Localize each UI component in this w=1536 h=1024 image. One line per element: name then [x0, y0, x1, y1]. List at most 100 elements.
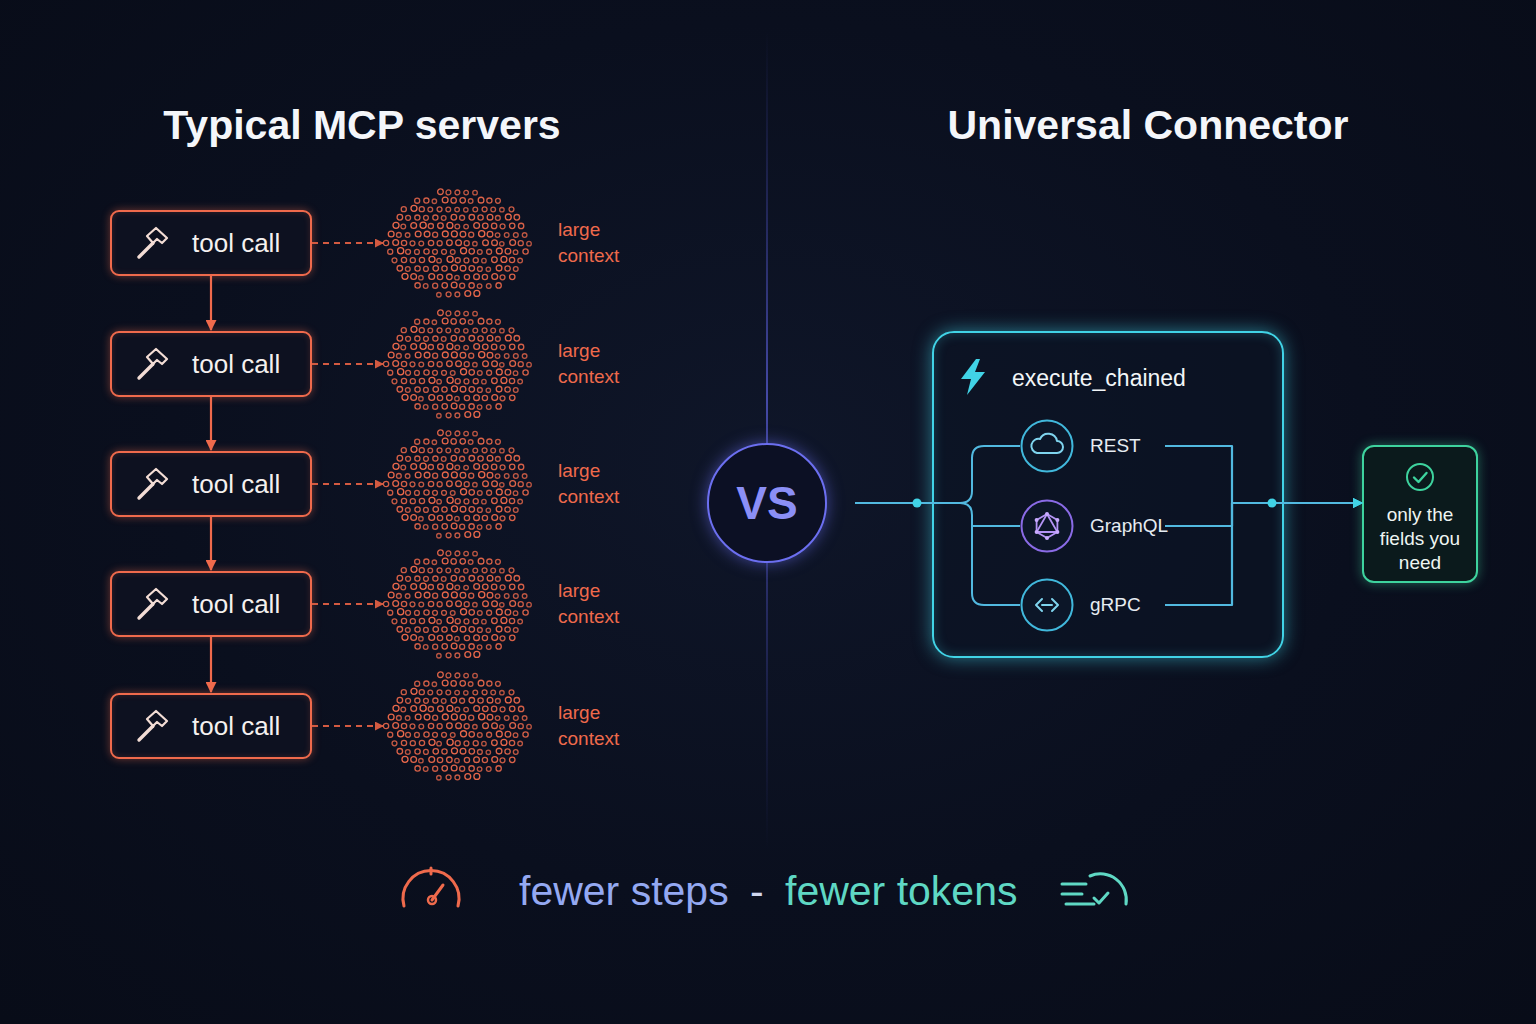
- context-dot: [451, 506, 457, 512]
- context-dot: [410, 602, 415, 607]
- context-dot: [437, 414, 441, 418]
- context-dot: [500, 690, 504, 694]
- context-dot: [392, 258, 397, 263]
- context-dot: [486, 628, 490, 632]
- context-dot: [415, 439, 420, 444]
- context-dot: [527, 602, 532, 607]
- graphql-icon: [1055, 518, 1059, 522]
- context-dot: [487, 697, 493, 703]
- context-dot: [415, 644, 420, 649]
- context-dot: [451, 697, 457, 703]
- context-dot: [447, 497, 453, 503]
- context-dot: [410, 379, 415, 384]
- result-box: only the fields you need: [1362, 445, 1478, 583]
- context-dot: [405, 474, 410, 479]
- check-icon: [1414, 473, 1427, 482]
- context-dot: [415, 352, 421, 358]
- context-dot: [437, 724, 442, 729]
- context-dot: [518, 241, 523, 246]
- context-dot: [438, 310, 444, 316]
- context-dot: [433, 283, 438, 288]
- context-dot: [397, 266, 403, 272]
- context-dot: [505, 335, 511, 341]
- panel-heading: Universal Connector: [948, 102, 1349, 149]
- context-dot: [428, 584, 433, 589]
- tool-call-box: tool call: [110, 331, 312, 397]
- context-dot: [483, 584, 489, 590]
- context-dot: [505, 609, 511, 615]
- context-dot: [437, 776, 441, 780]
- hammer-icon: [132, 223, 172, 263]
- context-dot: [433, 610, 438, 615]
- context-dot: [464, 585, 469, 590]
- context-dot: [487, 681, 492, 686]
- context-dot: [406, 370, 411, 375]
- context-dot: [424, 732, 429, 737]
- context-dot: [513, 508, 518, 513]
- context-dot: [446, 653, 451, 658]
- context-dot: [401, 257, 406, 262]
- context-dot: [518, 344, 523, 349]
- context-dot: [446, 190, 451, 195]
- context-dot: [482, 448, 487, 453]
- context-dot: [461, 609, 467, 615]
- context-dot: [401, 723, 406, 728]
- context-dot: [419, 482, 424, 487]
- context-dot: [492, 481, 498, 487]
- context-dot: [419, 758, 423, 762]
- context-dot: [491, 207, 496, 212]
- context-blob: large context: [383, 309, 643, 419]
- context-dot: [513, 491, 518, 496]
- context-dot: [469, 715, 474, 720]
- context-dot: [398, 731, 404, 737]
- context-dot: [447, 583, 453, 589]
- context-dot: [447, 343, 453, 349]
- context-dot: [460, 681, 465, 686]
- node-text: REST: [1090, 435, 1141, 457]
- context-dot: [478, 215, 483, 220]
- grpc-icon: [1022, 580, 1073, 631]
- context-dot: [474, 635, 480, 641]
- context-dot: [388, 352, 394, 358]
- context-dot: [523, 610, 528, 615]
- context-dot: [491, 448, 496, 453]
- context-dot: [441, 457, 446, 462]
- context-dot: [447, 240, 453, 246]
- context-dot: [455, 758, 460, 763]
- context-dot: [423, 387, 428, 392]
- context-dot: [456, 723, 462, 729]
- context-dot: [496, 506, 502, 512]
- context-dot: [478, 576, 483, 581]
- context-dot: [447, 274, 453, 280]
- context-dot: [473, 379, 478, 384]
- context-dot: [388, 231, 394, 237]
- context-dot: [477, 491, 482, 496]
- context-dot: [505, 214, 511, 220]
- context-dot: [393, 481, 399, 487]
- context-blob: large context: [383, 549, 643, 659]
- context-dot: [450, 250, 455, 255]
- context-dot: [388, 490, 393, 495]
- context-dot: [473, 311, 478, 316]
- context-dot: [478, 558, 484, 564]
- lightning-icon: [956, 357, 990, 397]
- grpc-icon: [1036, 599, 1058, 611]
- context-dot: [500, 242, 504, 246]
- context-dot: [469, 524, 474, 529]
- context-dot: [460, 576, 465, 581]
- context-dot: [424, 576, 429, 581]
- context-dot: [419, 516, 423, 520]
- context-dot: [492, 635, 498, 641]
- context-dot: [437, 534, 441, 538]
- context-dot: [419, 207, 424, 212]
- context-dot: [451, 231, 457, 237]
- connector: [312, 483, 383, 485]
- context-dot: [464, 241, 469, 246]
- context-dot: [514, 456, 520, 462]
- context-dot: [433, 627, 438, 632]
- context-dot: [474, 515, 480, 521]
- context-dot: [469, 215, 475, 221]
- context-dot: [474, 411, 480, 417]
- context-dot: [437, 741, 442, 746]
